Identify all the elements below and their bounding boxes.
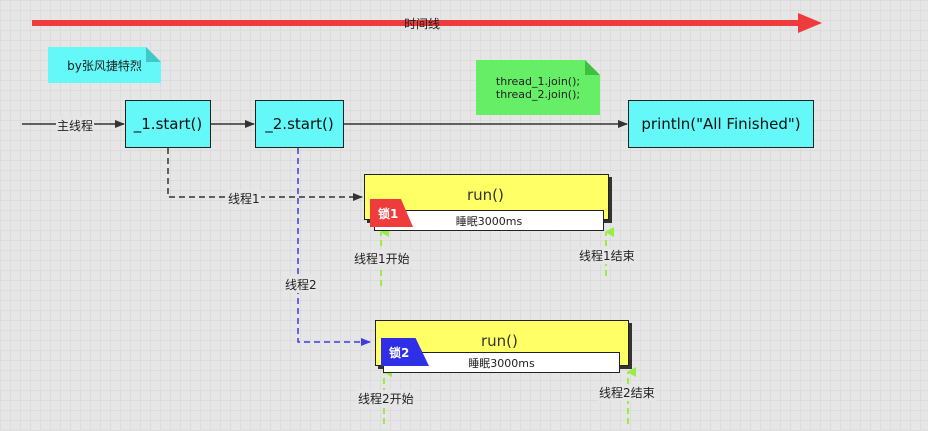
- thread1-start-label: 线程1开始: [353, 250, 411, 267]
- thread2-run-title: run(): [481, 332, 518, 350]
- thread2-start-label: 线程2开始: [357, 390, 415, 407]
- thread1-path: [167, 148, 363, 201]
- main-thread-label: 主线程: [56, 117, 95, 134]
- author-note-shape: [48, 47, 161, 83]
- thread2-path: [297, 148, 371, 346]
- author-note: by张风捷特烈: [67, 58, 142, 73]
- thread2-sleep-bar: 睡眠3000ms: [383, 352, 620, 373]
- thread1-label: 线程1: [227, 190, 261, 207]
- thread1-sleep-bar: 睡眠3000ms: [374, 210, 604, 231]
- finished-node: println("All Finished"): [628, 100, 814, 148]
- join-note-shape: [476, 60, 600, 115]
- join-note: thread_1.join(); thread_2.join();: [476, 60, 600, 115]
- thread2-label: 线程2: [284, 276, 318, 293]
- thread1-end-label: 线程1结束: [578, 247, 636, 264]
- join-note-line-1: thread_1.join();: [495, 74, 581, 88]
- timeline-label: 时间线: [404, 17, 441, 31]
- join-note-line-2: thread_2.join();: [495, 87, 581, 101]
- thread2-end-label: 线程2结束: [598, 384, 656, 401]
- start2-node: _2.start(): [255, 100, 344, 148]
- start1-node: _1.start(): [125, 100, 211, 148]
- timeline-arrow: [32, 13, 822, 33]
- thread1-run-title: run(): [467, 186, 504, 204]
